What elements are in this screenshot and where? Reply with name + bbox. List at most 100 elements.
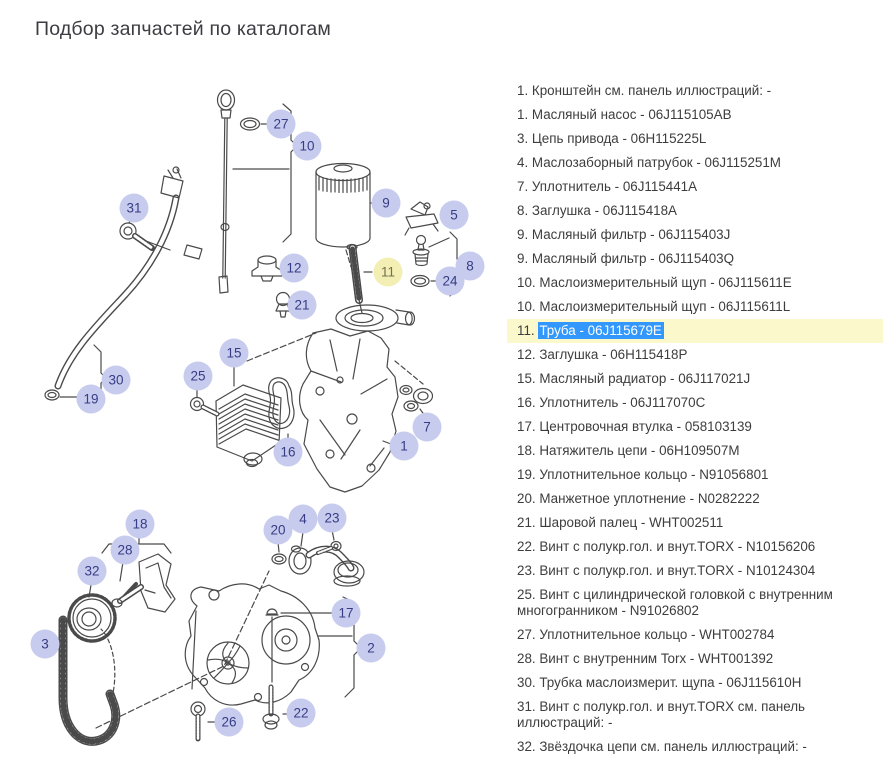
part-text: Уплотнительное кольцо - N91056801 [539,467,769,482]
part-number: 12. [517,347,540,362]
part-list-item[interactable]: 20. Манжетное уплотнение - N0282222 [507,487,883,511]
part-text: Уплотнитель - 06J115441A [531,179,698,194]
diagram-callout-19[interactable]: 19 [76,384,106,414]
screw-22-drawing [262,684,290,730]
part-list-item[interactable]: 31. Винт с полукр.гол. и внут.TORX см. п… [507,695,883,735]
part-number: 23. [517,563,540,578]
part-list-item[interactable]: 22. Винт с полукр.гол. и внут.TORX - N10… [507,535,883,559]
part-list-item[interactable]: 10. Маслоизмерительный щуп - 06J115611E [507,271,883,295]
part-number: 15. [517,371,540,386]
part-number: 27. [517,627,540,642]
part-list-item[interactable]: 25. Винт с цилиндрической головкой с вну… [507,583,883,623]
part-text: Натяжитель цепи - 06H109507M [539,443,740,458]
diagram-callout-5[interactable]: 5 [439,200,469,230]
diagram-callout-12[interactable]: 12 [279,253,309,283]
part-list-item[interactable]: 12. Заглушка - 06H115418P [507,343,883,367]
diagram-callout-30[interactable]: 30 [101,365,131,395]
diagram-callout-32[interactable]: 32 [77,556,107,586]
part-text: Масляный фильтр - 06J115403J [531,227,731,242]
pickup-tube-4-drawing [288,531,365,587]
part-list-item[interactable]: 27. Уплотнительное кольцо - WHT002784 [507,623,883,647]
part-number: 9. [517,251,532,266]
part-number: 19. [517,467,540,482]
seal-7-drawing [394,360,434,417]
part-list-item-selected[interactable]: 11. Труба - 06J115679E [507,319,883,343]
diagram-callout-22[interactable]: 22 [286,698,316,728]
diagram-callout-17[interactable]: 17 [331,598,361,628]
diagram-callout-25[interactable]: 25 [183,361,213,391]
diagram-callout-11[interactable]: 11 [373,257,403,287]
part-list-item[interactable]: 18. Натяжитель цепи - 06H109507M [507,439,883,463]
part-list-item[interactable]: 17. Центровочная втулка - 058103139 [507,415,883,439]
diagram-callout-2[interactable]: 2 [356,633,386,663]
part-list-item[interactable]: 9. Масляный фильтр - 06J115403Q [507,247,883,271]
part-list-item[interactable]: 8. Заглушка - 06J115418A [507,199,883,223]
part-number: 8. [517,203,532,218]
part-list-item[interactable]: 3. Цепь привода - 06H115225L [507,127,883,151]
diagram-callout-3[interactable]: 3 [30,629,60,659]
part-5-drawing [404,201,446,236]
part-number: 7. [517,179,532,194]
part-list-item[interactable]: 21. Шаровой палец - WHT002511 [507,511,883,535]
part-list-item[interactable]: 19. Уплотнительное кольцо - N91056801 [507,463,883,487]
part-text: Заглушка - 06H115418P [539,347,688,362]
diagram-callout-24[interactable]: 24 [435,266,465,296]
part-list-item[interactable]: 23. Винт с полукр.гол. и внут.TORX - N10… [507,559,883,583]
screw-31-drawing [119,216,155,251]
diagram-callout-16[interactable]: 16 [273,437,303,467]
tensioner-18-drawing [101,535,176,613]
part-list-item[interactable]: 1. Масляный насос - 06J115105AB [507,103,883,127]
diagram-callout-4[interactable]: 4 [288,504,318,534]
part-text: Уплотнитель - 06J117070C [539,395,706,410]
part-number: 21. [517,515,540,530]
diagram-callout-20[interactable]: 20 [263,515,293,545]
part-text: Винт с внутренним Torx - WHT001392 [539,651,774,666]
part-list-item[interactable]: 32. Звёздочка цепи см. панель иллюстраци… [507,735,883,759]
part-list-item[interactable]: 4. Маслозаборный патрубок - 06J115251M [507,151,883,175]
diagram-callout-31[interactable]: 31 [119,193,149,223]
plug-17-drawing [265,608,334,683]
diagram-callout-10[interactable]: 10 [292,131,322,161]
diagram-callout-21[interactable]: 21 [287,290,317,320]
part-text: Масляный насос - 06J115105AB [531,107,732,122]
part-list-item[interactable]: 1. Кронштейн см. панель иллюстраций: - [507,79,883,103]
plug-12-drawing [251,255,288,282]
part-number: 10. [517,275,540,290]
part-text: Манжетное уплотнение - N0282222 [539,491,760,506]
part-text: Маслоизмерительный щуп - 06J115611L [539,299,791,314]
part-list-item[interactable]: 15. Масляный радиатор - 06J117021J [507,367,883,391]
part-text: Винт с полукр.гол. и внут.TORX - N101243… [539,563,816,578]
diagram-callout-27[interactable]: 27 [266,109,296,139]
dipstick-drawing [216,89,236,294]
diagram-callout-23[interactable]: 23 [317,503,347,533]
bracket-casting-1-drawing [298,304,416,493]
part-number: 18. [517,443,540,458]
diagram-callout-15[interactable]: 15 [219,338,249,368]
screw-28-drawing [111,561,144,608]
diagram-callout-9[interactable]: 9 [371,188,401,218]
part-list-item[interactable]: 30. Трубка маслоизмерит. щупа - 06J11561… [507,671,883,695]
part-number: 1. [517,83,532,98]
part-number: 20. [517,491,540,506]
diagram-callout-18[interactable]: 18 [125,509,155,539]
part-number: 17. [517,419,540,434]
part-list-item[interactable]: 7. Уплотнитель - 06J115441A [507,175,883,199]
part-text: Кронштейн см. панель иллюстраций: - [531,83,772,98]
part-list-item[interactable]: 9. Масляный фильтр - 06J115403J [507,223,883,247]
part-text: Винт с полукр.гол. и внут.TORX см. панел… [517,699,806,730]
diagram-callout-26[interactable]: 26 [214,707,244,737]
part-number: 22. [517,539,540,554]
part-list-item[interactable]: 16. Уплотнитель - 06J117070C [507,391,883,415]
part-text: Винт с полукр.гол. и внут.TORX - N101562… [539,539,816,554]
diagram-callout-1[interactable]: 1 [389,431,419,461]
part-number: 9. [517,227,532,242]
part-text: Труба - 06J115679E [538,322,664,339]
diagram-callout-28[interactable]: 28 [110,535,140,565]
diagram-callout-7[interactable]: 7 [412,412,442,442]
part-text: Центровочная втулка - 058103139 [539,419,752,434]
part-list-item[interactable]: 28. Винт с внутренним Torx - WHT001392 [507,647,883,671]
part-list-item[interactable]: 10. Маслоизмерительный щуп - 06J115611L [507,295,883,319]
part-text: Масляный фильтр - 06J115403Q [531,251,735,266]
part-text: Заглушка - 06J115418A [531,203,677,218]
